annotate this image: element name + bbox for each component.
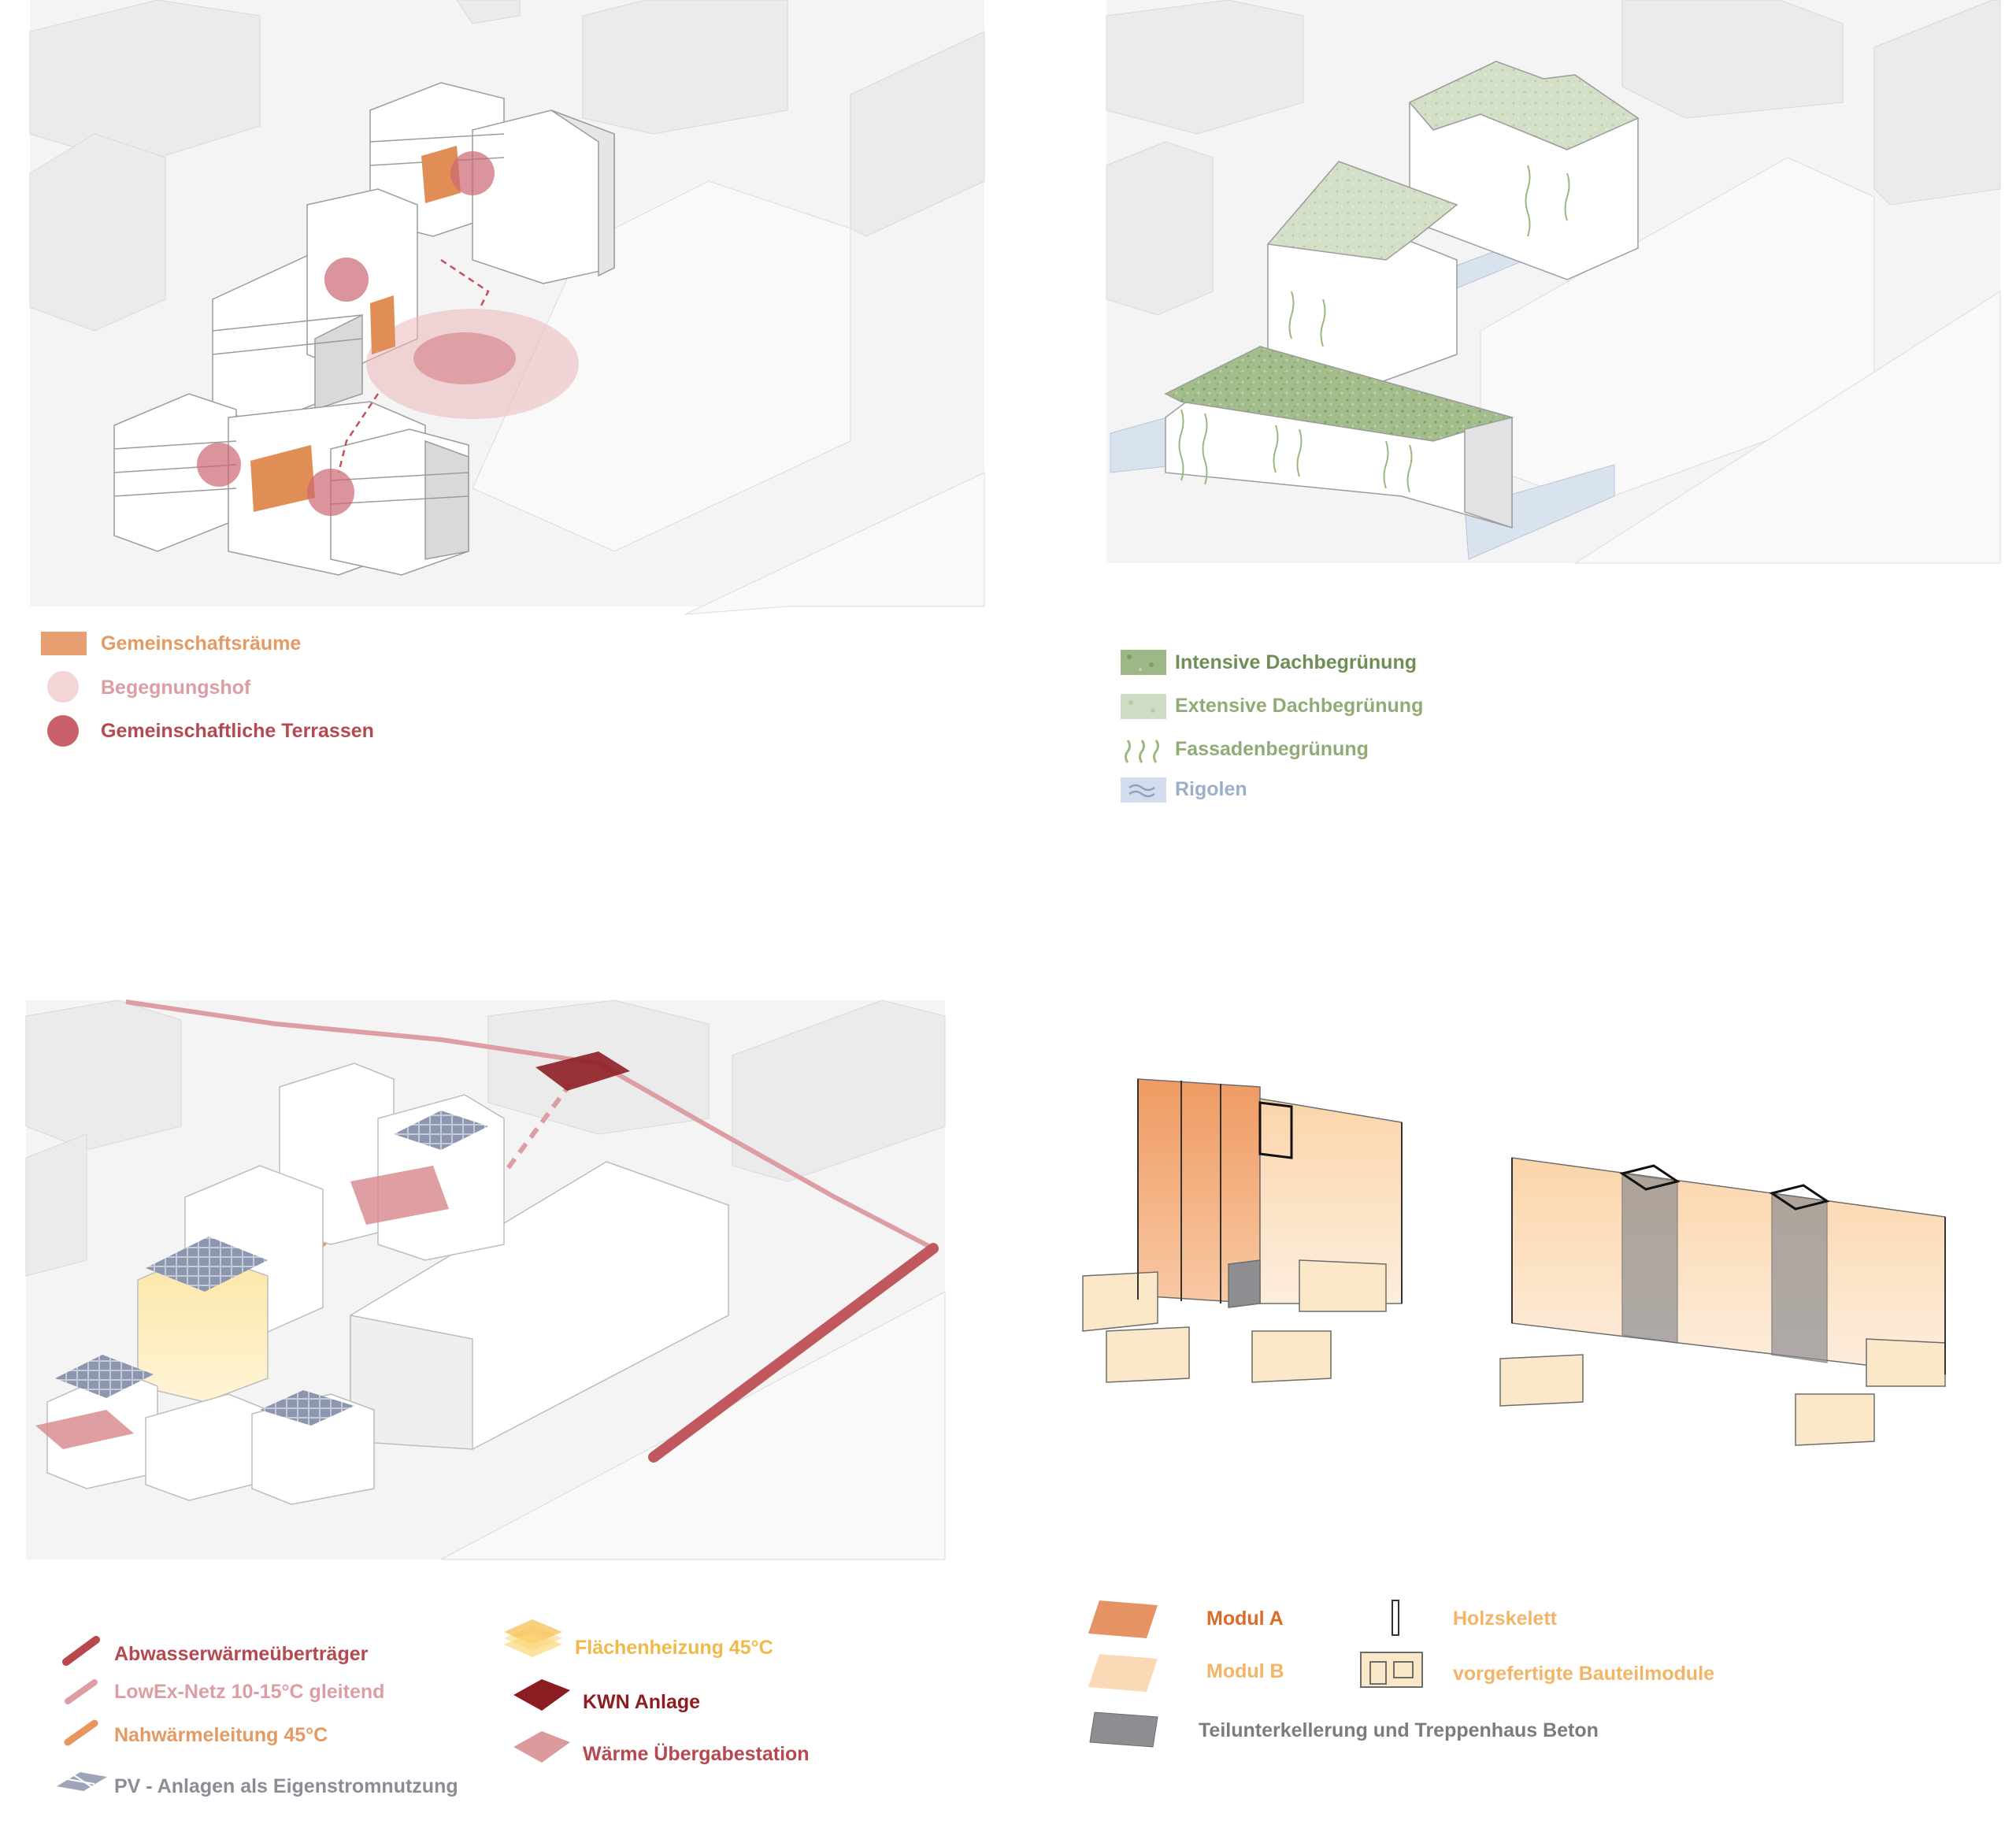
holzskelett-columns	[1137, 1079, 1946, 1374]
fassadenbegruenung-vines	[1178, 165, 1570, 493]
waerme-uebergabestation-marker	[35, 1410, 134, 1449]
waerme-uebergabestation-marker	[350, 1166, 449, 1225]
begegnungshof-core	[413, 332, 516, 384]
abwasserwaermeuebertraeger-line	[648, 1243, 939, 1463]
construction-panel	[1082, 1078, 1946, 1446]
terrasse-circle	[197, 443, 241, 487]
energy-panel	[25, 999, 946, 1560]
gemeinschaftsraum-block	[370, 295, 395, 354]
pv-panel	[146, 1237, 268, 1292]
construction-building-2	[1499, 1157, 1946, 1446]
context-buildings	[25, 999, 946, 1277]
path-arrow	[440, 258, 490, 308]
greening-buildings	[1164, 61, 1640, 529]
terrasse-circle	[450, 151, 495, 195]
community-panel	[29, 0, 985, 615]
pv-panel	[260, 1390, 354, 1426]
context-buildings	[29, 0, 985, 332]
context-buildings	[1106, 0, 2001, 316]
pv-panel	[394, 1111, 488, 1150]
path-arrow	[337, 393, 380, 473]
terrasse-circle	[307, 469, 354, 516]
kwn-anlage-marker	[536, 1051, 630, 1091]
energy-buildings	[46, 1062, 729, 1505]
pv-panel	[55, 1355, 154, 1398]
terrasse-circle	[324, 258, 369, 302]
greening-panel	[1106, 0, 2001, 564]
context-plots	[1480, 157, 2001, 564]
construction-building-1	[1082, 1078, 1403, 1383]
context-plots	[472, 180, 985, 615]
gemeinschaftsraum-block	[421, 146, 461, 203]
gemeinschaftsraum-block	[250, 445, 315, 512]
